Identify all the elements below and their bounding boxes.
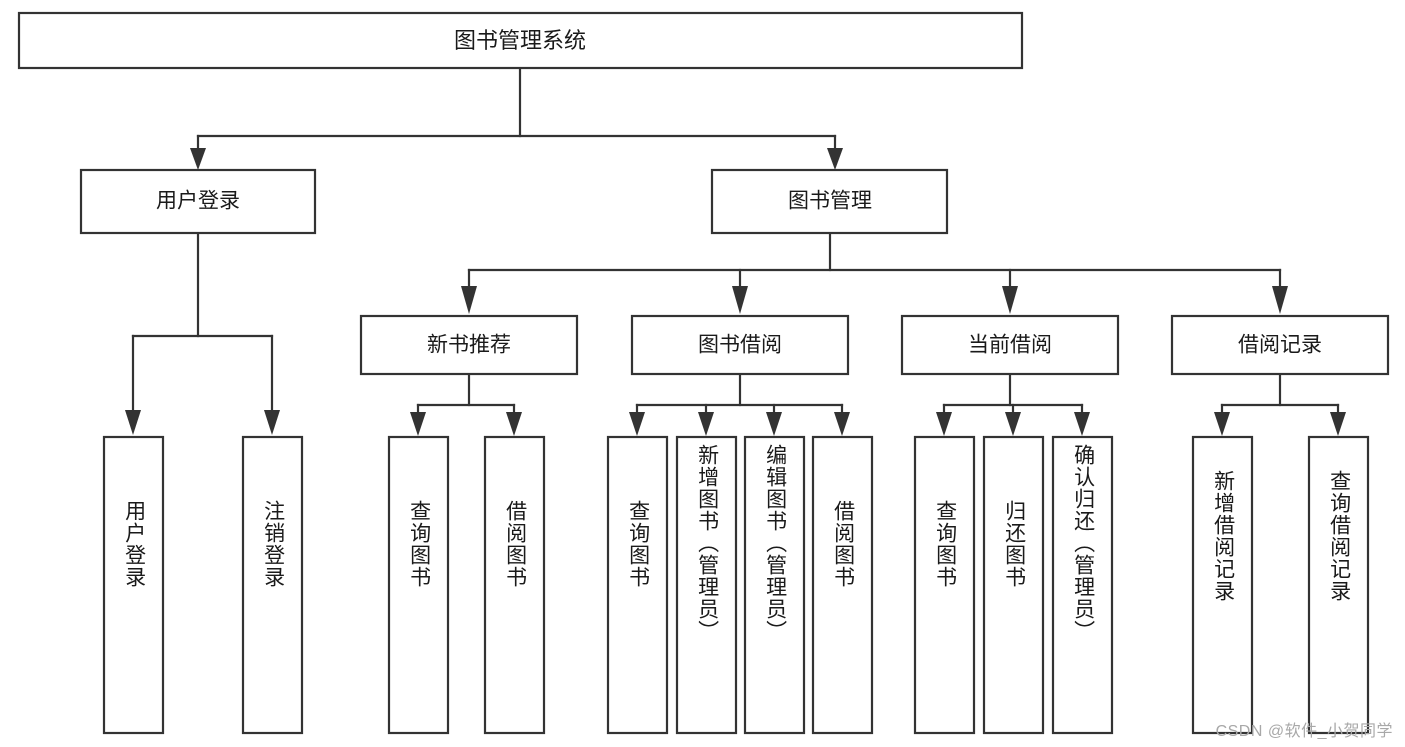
arrow-head-borrow-record — [1272, 286, 1288, 314]
arrow-head-leaf-logout — [264, 410, 280, 435]
node-box-current-borrow[interactable] — [900, 314, 1120, 376]
arrow-head-bookborrow-leaf-1 — [629, 412, 645, 436]
arrow-head-user-login — [190, 148, 206, 170]
node-box-borrow-record[interactable] — [1170, 314, 1390, 376]
node-label-book-borrow: 图书借阅 — [698, 334, 782, 357]
arrow-head-current-borrow — [1002, 286, 1018, 314]
node-box-leaf-newbook-query-book[interactable] — [387, 435, 450, 735]
arrow-head-currentborrow-leaf-1 — [936, 412, 952, 436]
arrow-head-currentborrow-leaf-3 — [1074, 412, 1090, 436]
node-box-leaf-logout-login[interactable] — [241, 435, 304, 735]
node-label-user-login: 用户登录 — [156, 190, 240, 213]
nodes-layer: 图书管理系统 用户登录 图书管理 新书推荐 图书借阅 当前借阅 借阅记录 — [17, 11, 1390, 735]
arrow-head-bookborrow-leaf-3 — [766, 412, 782, 436]
node-box-new-book-recommend[interactable] — [359, 314, 579, 376]
arrow-head-bookborrow-leaf-2 — [698, 412, 714, 436]
arrow-head-bookborrow-leaf-4 — [834, 412, 850, 436]
node-label-new-book-recommend: 新书推荐 — [427, 334, 511, 357]
node-box-leaf-record-query[interactable] — [1307, 435, 1370, 735]
node-box-root[interactable] — [17, 11, 1024, 70]
node-label-borrow-record: 借阅记录 — [1238, 334, 1322, 357]
node-box-leaf-record-add[interactable] — [1191, 435, 1254, 735]
node-box-leaf-borrow-add-book[interactable] — [675, 435, 738, 735]
arrow-head-book-borrow — [732, 286, 748, 314]
arrow-head-borrowrecord-leaf-1 — [1214, 412, 1230, 436]
node-box-leaf-current-confirm-return[interactable] — [1051, 435, 1114, 735]
connectors-layer — [125, 66, 1346, 436]
node-box-leaf-newbook-borrow-book[interactable] — [483, 435, 546, 735]
arrow-head-book-manage — [827, 148, 843, 170]
arrow-head-borrowrecord-leaf-2 — [1330, 412, 1346, 436]
node-box-leaf-borrow-edit-book[interactable] — [743, 435, 806, 735]
node-label-current-borrow: 当前借阅 — [968, 334, 1052, 357]
arrow-head-newbook-leaf-2 — [506, 412, 522, 436]
arrow-head-new-book-recommend — [461, 286, 477, 314]
arrow-head-newbook-leaf-1 — [410, 412, 426, 436]
node-label-book-manage: 图书管理 — [788, 190, 872, 213]
node-box-book-manage[interactable] — [710, 168, 949, 235]
node-label-root: 图书管理系统 — [454, 28, 586, 53]
node-box-leaf-current-query-book[interactable] — [913, 435, 976, 735]
node-box-user-login[interactable] — [79, 168, 317, 235]
node-box-book-borrow[interactable] — [630, 314, 850, 376]
node-box-leaf-borrow-query-book[interactable] — [606, 435, 669, 735]
node-box-leaf-current-return-book[interactable] — [982, 435, 1045, 735]
arrow-head-currentborrow-leaf-2 — [1005, 412, 1021, 436]
arrow-head-leaf-user-login — [125, 410, 141, 435]
node-box-leaf-borrow-borrow-book[interactable] — [811, 435, 874, 735]
node-box-leaf-user-login[interactable] — [102, 435, 165, 735]
